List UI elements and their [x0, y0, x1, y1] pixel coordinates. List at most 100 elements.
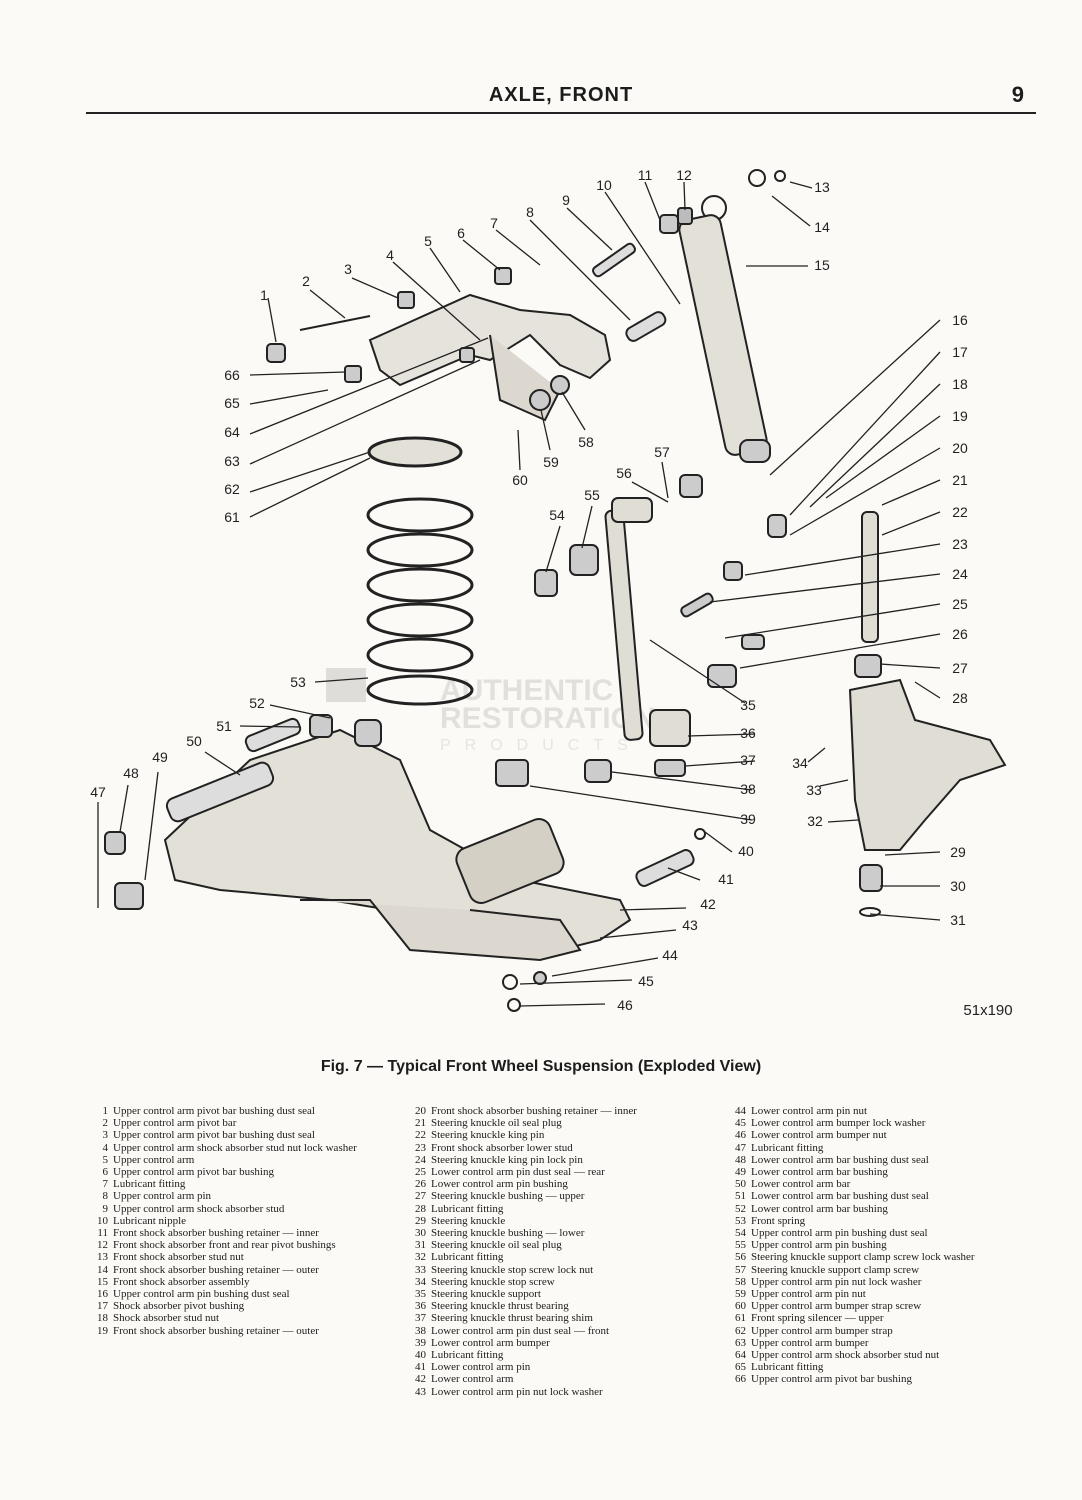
- callout-22: 22: [952, 504, 968, 520]
- legend-item-text: Shock absorber stud nut: [113, 1312, 220, 1325]
- legend-item-text: Lower control arm pin nut lock washer: [431, 1385, 603, 1398]
- legend-item-text: Lower control arm pin nut: [751, 1105, 868, 1117]
- callout-37: 37: [740, 752, 756, 768]
- legend-item-number: 15: [97, 1275, 108, 1288]
- callout-51: 51: [216, 718, 232, 734]
- callout-10: 10: [596, 177, 612, 193]
- callout-46: 46: [617, 997, 633, 1013]
- legend-item-text: Upper control arm pivot bar bushing dust…: [113, 1129, 315, 1142]
- legend-item-text: Steering knuckle king pin: [431, 1129, 545, 1142]
- callout-27: 27: [952, 660, 968, 676]
- legend-item-text: Steering knuckle oil seal plug: [431, 1117, 562, 1130]
- legend-item-number: 37: [415, 1312, 426, 1325]
- legend-item-number: 56: [735, 1251, 746, 1264]
- legend-item-number: 31: [415, 1239, 426, 1252]
- front-spring: [366, 436, 474, 706]
- legend-item: 39 Lower control arm bumper: [398, 1337, 708, 1349]
- callout-labels: 1 2 3 4 5 6 7 8 9 10 11 12 13 14 15 16 1…: [90, 167, 1012, 1019]
- legend-item-text: Lubricant fitting: [751, 1141, 824, 1154]
- callout-18: 18: [952, 376, 968, 392]
- callout-38: 38: [740, 781, 756, 797]
- legend-item-number: 62: [735, 1324, 746, 1337]
- callout-32: 32: [807, 813, 823, 829]
- legend-item-number: 46: [735, 1129, 746, 1142]
- legend-item-text: Lubricant fitting: [431, 1349, 504, 1362]
- legend-item-text: Front shock absorber lower stud: [431, 1141, 573, 1154]
- callout-6: 6: [457, 225, 465, 241]
- legend-item-number: 20: [415, 1105, 426, 1117]
- legend-item-text: Lower control arm pin dust seal — front: [431, 1324, 610, 1337]
- legend-item-text: Front spring silencer — upper: [751, 1312, 884, 1325]
- legend-item-number: 3: [102, 1129, 109, 1142]
- legend-item-text: Steering knuckle: [431, 1214, 506, 1227]
- callout-35: 35: [740, 697, 756, 713]
- legend-item-number: 60: [735, 1300, 746, 1313]
- legend-item-number: 52: [735, 1202, 746, 1215]
- callout-47: 47: [90, 784, 106, 800]
- legend-item-text: Lower control arm bumper: [431, 1336, 550, 1349]
- callout-53: 53: [290, 674, 306, 690]
- legend-item-number: 39: [415, 1336, 426, 1349]
- legend-item-number: 16: [97, 1288, 108, 1301]
- section-title: AXLE, FRONT: [488, 84, 634, 106]
- legend-item-number: 35: [415, 1288, 426, 1301]
- legend-item-number: 29: [415, 1214, 426, 1227]
- legend-item-number: 5: [102, 1153, 109, 1166]
- legend-item-number: 49: [735, 1166, 746, 1179]
- callout-59: 59: [543, 454, 559, 470]
- legend-item-number: 38: [415, 1324, 426, 1337]
- legend-item-text: Lower control arm bumper nut: [751, 1129, 887, 1142]
- legend-item-text: Lower control arm pin bushing: [431, 1178, 568, 1191]
- legend-item-text: Steering knuckle thrust bearing: [431, 1300, 569, 1313]
- page-header: AXLE, FRONT 9: [86, 82, 1036, 112]
- watermark-line-2: RESTORATION: [440, 702, 656, 735]
- legend-item-text: Steering knuckle support clamp screw loc…: [751, 1251, 975, 1264]
- legend-item-number: 44: [735, 1105, 746, 1117]
- legend-item: 61 Front spring silencer — upper: [718, 1312, 1030, 1324]
- legend-item-text: Upper control arm shock absorber stud nu…: [113, 1141, 357, 1154]
- legend-item-text: Lower control arm pin: [431, 1361, 531, 1374]
- legend-item-text: Lubricant fitting: [113, 1178, 186, 1191]
- callout-61: 61: [224, 509, 240, 525]
- callout-52: 52: [249, 695, 265, 711]
- legend-item-number: 27: [415, 1190, 426, 1203]
- steering-knuckle-group: [680, 511, 1007, 917]
- legend-item-number: 55: [735, 1239, 746, 1252]
- legend-item-number: 10: [97, 1214, 108, 1227]
- legend-item-number: 26: [415, 1178, 426, 1191]
- legend-item-number: 18: [97, 1312, 108, 1325]
- legend-item-number: 57: [735, 1263, 746, 1276]
- legend-item-number: 24: [415, 1153, 426, 1166]
- legend-item-number: 36: [415, 1300, 426, 1313]
- legend-item-number: 61: [735, 1312, 746, 1325]
- callout-29: 29: [950, 844, 966, 860]
- legend-item-text: Shock absorber pivot bushing: [113, 1300, 245, 1313]
- callout-63: 63: [224, 453, 240, 469]
- legend-item: 56 Steering knuckle support clamp screw l…: [718, 1251, 1030, 1263]
- callout-2: 2: [302, 273, 310, 289]
